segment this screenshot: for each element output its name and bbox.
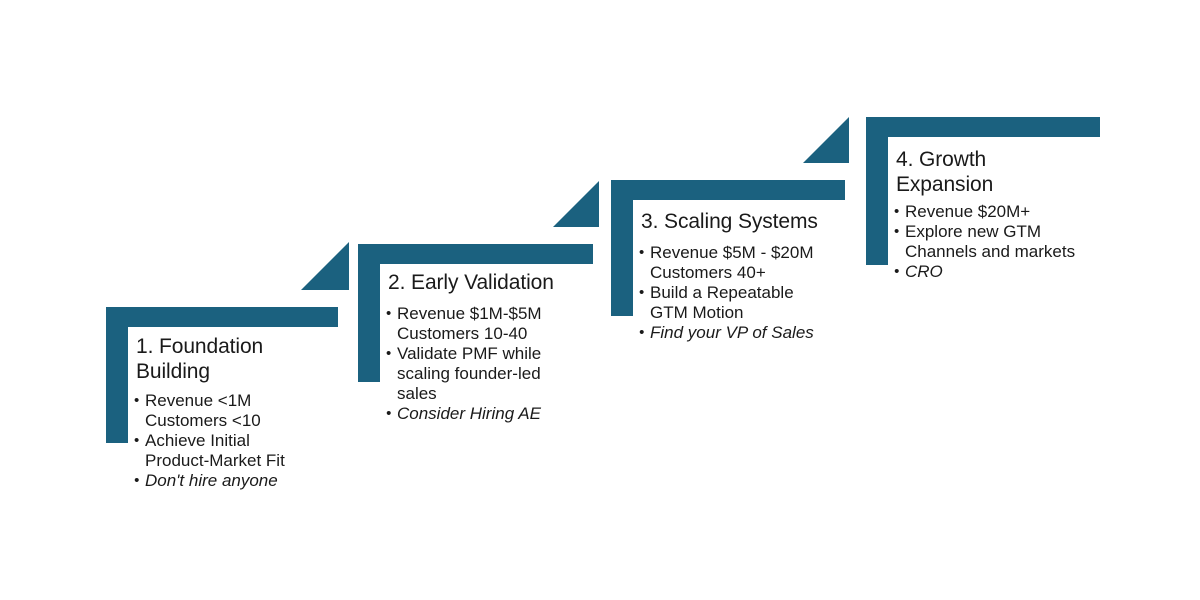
step-2-bullet-list: Revenue $1M-$5M Customers 10-40 Validate…: [386, 304, 586, 424]
right-triangle-step-up-icon-1: [301, 242, 349, 290]
right-triangle-step-up-icon-3: [803, 117, 849, 163]
step-4-bracket-left: [866, 117, 888, 265]
list-item: Revenue $1M-$5M Customers 10-40: [386, 304, 586, 344]
list-item: Achieve Initial Product-Market Fit: [134, 431, 339, 471]
list-item: Don't hire anyone: [134, 471, 339, 491]
list-item: Find your VP of Sales: [639, 323, 849, 343]
list-item: Revenue <1M Customers <10: [134, 391, 339, 431]
list-item: Validate PMF while scaling founder-led s…: [386, 344, 586, 404]
list-item: Revenue $20M+: [894, 202, 1104, 222]
step-2-bracket-left: [358, 244, 380, 382]
step-4-bracket-top: [866, 117, 1100, 137]
step-1-bracket-left: [106, 307, 128, 443]
right-triangle-step-up-icon-2: [553, 181, 599, 227]
list-item: Consider Hiring AE: [386, 404, 586, 424]
step-1-bracket-top: [106, 307, 338, 327]
step-2-title: 2. Early Validation: [388, 271, 554, 294]
step-3-bracket-top: [611, 180, 845, 200]
step-3-bracket-left: [611, 180, 633, 316]
step-4-bullet-list: Revenue $20M+ Explore new GTM Channels a…: [894, 202, 1104, 282]
step-3-title: 3. Scaling Systems: [641, 210, 818, 233]
step-1-title: 1. Foundation Building: [136, 335, 264, 383]
list-item: Explore new GTM Channels and markets: [894, 222, 1104, 262]
list-item: CRO: [894, 262, 1104, 282]
list-item: Revenue $5M - $20M Customers 40+: [639, 243, 849, 283]
step-2-bracket-top: [358, 244, 593, 264]
step-1-bullet-list: Revenue <1M Customers <10 Achieve Initia…: [134, 391, 339, 491]
step-4-title: 4. Growth Expansion: [896, 148, 994, 196]
step-3-bullet-list: Revenue $5M - $20M Customers 40+ Build a…: [639, 243, 849, 343]
list-item: Build a Repeatable GTM Motion: [639, 283, 849, 323]
